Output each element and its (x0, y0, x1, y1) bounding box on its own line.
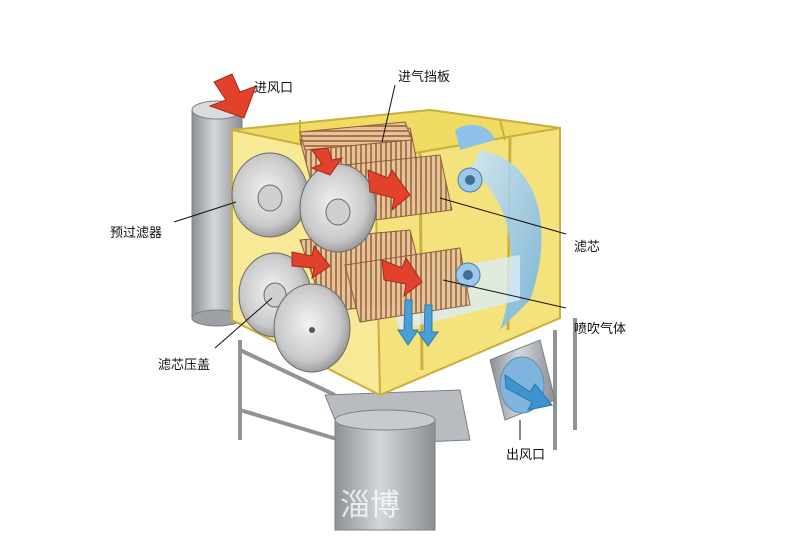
airflow-arrows-red (291, 147, 423, 298)
filter-disc-top-left (231, 152, 309, 238)
outlet-duct (489, 339, 556, 421)
filter-disc-bottom-right (273, 283, 351, 373)
leader-lines (173, 84, 567, 440)
label-filter-cartridge: 滤芯 (574, 240, 601, 255)
pulse-valve-lower (455, 262, 481, 288)
pulse-gas-arrows (397, 299, 439, 347)
support-frame (238, 318, 577, 450)
label-inlet: 进风口 (254, 81, 294, 96)
inlet-baffle (299, 121, 413, 151)
filter-disc-top-right (299, 163, 377, 253)
label-prefilter: 预过滤器 (110, 226, 163, 241)
pulse-valve-upper (457, 167, 483, 193)
outlet-airflow-arrow (504, 374, 553, 411)
label-inlet-baffle: 进气挡板 (398, 70, 451, 85)
label-cartridge-cover: 滤芯压盖 (158, 358, 211, 373)
label-outlet: 出风口 (506, 448, 546, 463)
hopper (324, 389, 471, 531)
inlet-airflow-arrow (208, 73, 257, 119)
watermark: 淄博 (340, 488, 400, 523)
label-pulse-gas: 喷吹气体 (574, 322, 627, 337)
